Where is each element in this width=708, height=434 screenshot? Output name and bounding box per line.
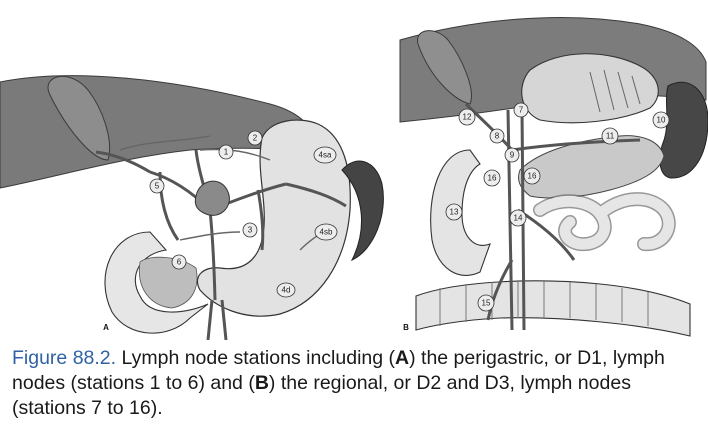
- node-station-2: 2: [247, 130, 263, 146]
- node-station-5: 5: [149, 178, 165, 194]
- node-station-9: 9: [504, 147, 520, 163]
- spleen-a: [341, 160, 384, 262]
- node-station-12: 12: [458, 108, 476, 126]
- caption-text-1: Lymph node stations including (: [116, 347, 396, 369]
- stomach-b-folds: [589, 69, 641, 113]
- node-station-4sa: 4sa: [313, 146, 337, 164]
- gallbladder-b: [417, 30, 472, 105]
- panel-a-illustration: 1 2 3 4sa 4sb 4d: [0, 75, 384, 340]
- svg-text:8: 8: [495, 132, 500, 141]
- caption-text-2: ) the perigastric, or D1, lymph nodes (s…: [12, 347, 665, 394]
- celiac-knot-a: [194, 180, 230, 216]
- svg-text:4sb: 4sb: [320, 228, 333, 237]
- node-station-4sb: 4sb: [314, 223, 338, 241]
- node-station-14: 14: [509, 209, 527, 227]
- node-station-8: 8: [489, 128, 505, 144]
- svg-text:16: 16: [528, 172, 537, 181]
- stomach-b: [521, 53, 659, 124]
- node-station-11: 11: [601, 127, 619, 145]
- vessels-a-fine: [119, 135, 335, 251]
- caption-text-3: ) the regional, or D2 and D3, lymph node…: [12, 372, 631, 419]
- anatomical-illustration: 1 2 3 4sa 4sb 4d: [0, 16, 708, 340]
- svg-text:12: 12: [463, 113, 472, 122]
- svg-text:2: 2: [253, 134, 258, 143]
- node-station-10: 10: [652, 111, 670, 129]
- figure-number: Figure 88.2.: [12, 347, 117, 369]
- svg-text:7: 7: [519, 106, 524, 115]
- gallbladder-a: [47, 75, 111, 161]
- figure-caption: Figure 88.2. Lymph node stations includi…: [12, 346, 702, 421]
- small-bowel-b-outline: [534, 193, 675, 250]
- pancreas-head-a: [138, 256, 198, 309]
- svg-text:1: 1: [224, 148, 229, 157]
- svg-text:9: 9: [510, 151, 515, 160]
- node-station-16-left: 16: [483, 169, 501, 187]
- node-station-7: 7: [513, 102, 529, 118]
- node-station-6: 6: [171, 254, 187, 270]
- node-station-3: 3: [242, 222, 258, 238]
- svg-text:5: 5: [155, 182, 160, 191]
- node-station-15: 15: [477, 294, 495, 312]
- svg-text:10: 10: [657, 116, 666, 125]
- node-station-13: 13: [445, 203, 463, 221]
- node-station-1: 1: [218, 144, 234, 160]
- svg-text:15: 15: [482, 299, 491, 308]
- svg-text:13: 13: [450, 208, 459, 217]
- svg-text:16: 16: [488, 174, 497, 183]
- caption-bold-a: A: [395, 347, 410, 369]
- node-station-16-right: 16: [523, 167, 541, 185]
- svg-text:4sa: 4sa: [319, 151, 332, 160]
- colon-b: [415, 280, 691, 337]
- panel-label-b: B: [403, 323, 409, 332]
- spleen-b: [659, 81, 708, 179]
- svg-text:3: 3: [248, 226, 253, 235]
- svg-text:6: 6: [177, 258, 182, 267]
- node-station-4d: 4d: [276, 282, 296, 298]
- svg-text:4d: 4d: [282, 286, 291, 295]
- pancreas-b: [517, 135, 665, 199]
- panel-b-illustration: 7 8 9 10 11 12: [399, 16, 708, 337]
- panel-label-a: A: [103, 323, 109, 332]
- svg-text:14: 14: [514, 214, 523, 223]
- caption-bold-b: B: [254, 372, 269, 394]
- duodenum-a: [104, 231, 209, 334]
- svg-text:11: 11: [606, 132, 615, 141]
- vessels-a: [95, 149, 347, 340]
